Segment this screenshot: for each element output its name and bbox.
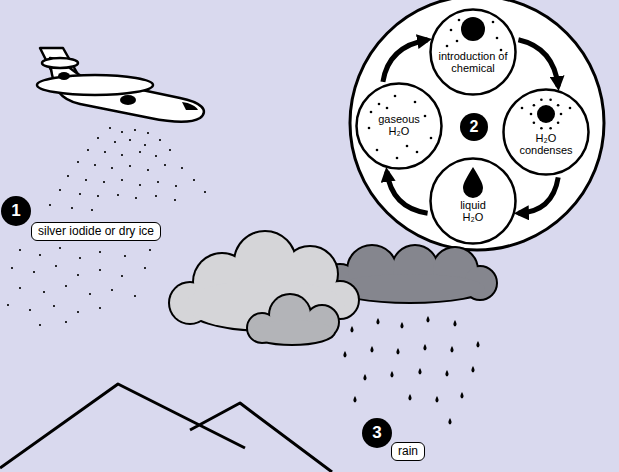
node-text: gaseous H₂O — [374, 113, 424, 137]
node-text: silver iodide or dry ice — [38, 223, 154, 240]
cycle-arrow — [383, 40, 428, 82]
cycle-circle — [350, 0, 604, 250]
airplane — [37, 48, 204, 122]
callout-number: 1 — [1, 196, 31, 226]
node-text: H₂O condenses — [518, 132, 574, 156]
mountain-outline — [0, 384, 332, 472]
node-text: introduction of chemical — [437, 50, 509, 74]
vapor-particles — [368, 95, 433, 160]
stage-circle: introduction of chemical — [429, 8, 517, 96]
text-block: introduction of chemical — [437, 8, 509, 74]
text-block: H₂O condenses — [518, 88, 574, 156]
node-text: rain — [398, 443, 418, 460]
callout-number: 2 — [460, 113, 488, 141]
chemical-particles — [446, 17, 503, 51]
condensation-particles — [521, 98, 572, 129]
small-cloud — [248, 295, 338, 344]
stage-circle: gaseous H₂O — [355, 82, 443, 170]
water-drop — [463, 167, 483, 198]
chemical-label-box: silver iodide or dry ice — [31, 222, 161, 241]
stage-circle: H₂O condenses — [502, 88, 590, 176]
callout-number: 3 — [362, 418, 392, 448]
cycle-arrow — [387, 171, 428, 213]
node-text: liquid H₂O — [450, 199, 496, 223]
cycle-arrow — [518, 40, 558, 87]
text-block: gaseous H₂O — [374, 82, 424, 137]
stage-circle: liquid H₂O — [429, 157, 517, 245]
rain-drops — [343, 316, 479, 425]
text-block: liquid H₂O — [450, 157, 496, 223]
cycle-arrow — [518, 177, 558, 213]
rain-label-box: rain — [391, 442, 425, 461]
